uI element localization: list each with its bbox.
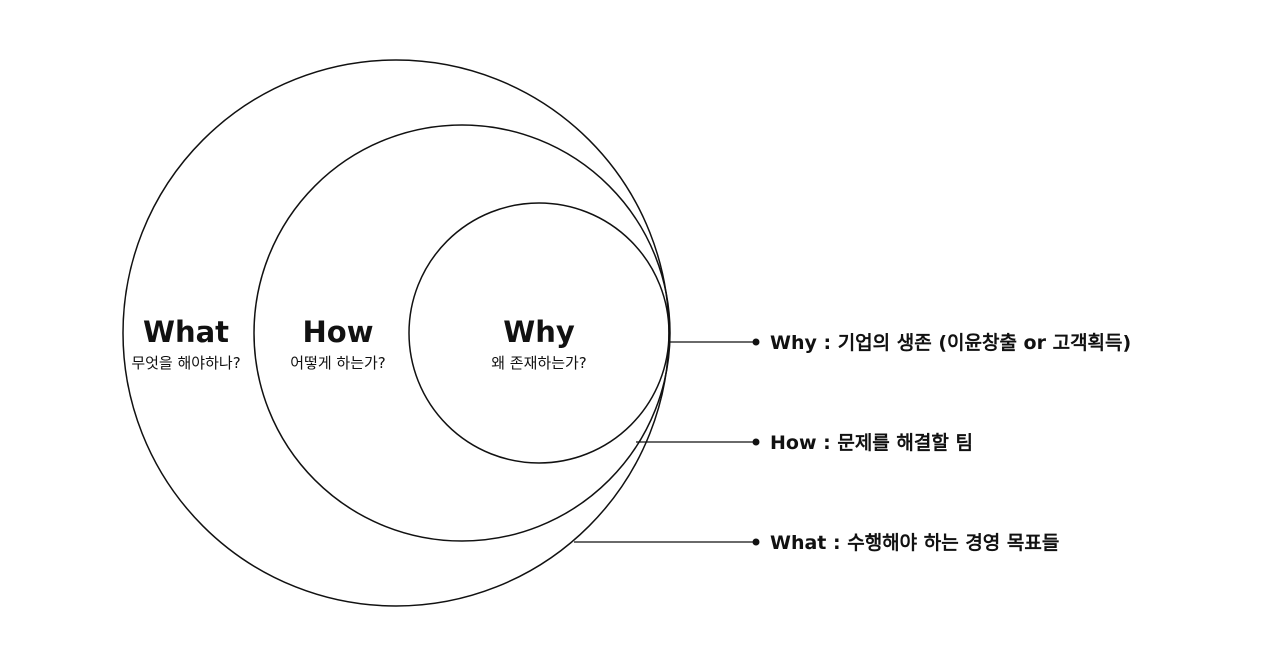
what-title: What xyxy=(143,315,229,349)
how-subtitle: 어떻게 하는가? xyxy=(290,354,386,372)
what-subtitle: 무엇을 해야하나? xyxy=(131,354,240,372)
how-leader-dot xyxy=(752,438,760,446)
why-callout: Why : 기업의 생존 (이윤창출 or 고객획득) xyxy=(770,332,1131,354)
how-title: How xyxy=(303,315,374,349)
what-label-group: What 무엇을 해야하나? xyxy=(131,315,240,372)
how-callout: How : 문제를 해결할 팀 xyxy=(770,431,973,454)
why-circle xyxy=(408,202,670,464)
why-subtitle: 왜 존재하는가? xyxy=(491,354,587,372)
why-label-group: Why 왜 존재하는가? xyxy=(491,315,587,372)
how-circle xyxy=(253,124,671,542)
why-title: Why xyxy=(503,315,575,349)
why-leader-dot xyxy=(752,338,760,346)
what-leader-dot xyxy=(752,538,760,546)
how-label-group: How 어떻게 하는가? xyxy=(290,315,386,372)
what-callout: What : 수행해야 하는 경영 목표들 xyxy=(770,532,1059,554)
